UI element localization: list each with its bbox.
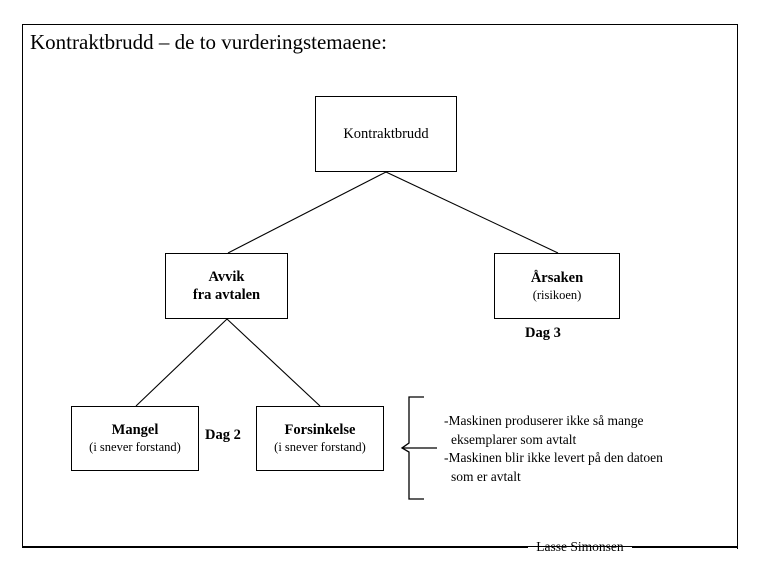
page-title: Kontraktbrudd – de to vurderingstemaene: (30, 30, 387, 54)
label-dag-2: Dag 2 (205, 427, 241, 443)
example-item-2-line-1: -Maskinen blir ikke levert på den datoen (444, 450, 663, 465)
node-avvik[interactable]: Avvik fra avtalen (165, 253, 288, 319)
node-avvik-sublabel: fra avtalen (192, 287, 261, 303)
node-kontraktbrudd-label: Kontraktbrudd (343, 126, 429, 142)
node-forsinkelse-sublabel: (i snever forstand) (274, 440, 366, 454)
node-forsinkelse-label: Forsinkelse (284, 422, 356, 438)
node-avvik-label: Avvik (208, 269, 245, 285)
slide-footer: Lasse Simonsen (22, 536, 739, 558)
node-mangel-sublabel: (i snever forstand) (89, 440, 181, 454)
footer-rule-left (22, 546, 529, 548)
node-arsaken-sublabel: (risikoen) (532, 287, 582, 302)
example-item-2-line-2: som er avtalt (451, 468, 521, 484)
node-arsaken[interactable]: Årsaken (risikoen) (494, 253, 620, 319)
node-kontraktbrudd[interactable]: Kontraktbrudd (315, 96, 457, 172)
example-item-1-line-1: -Maskinen produserer ikke så mange (444, 413, 644, 428)
node-forsinkelse[interactable]: Forsinkelse (i snever forstand) (256, 406, 384, 471)
example-list: -Maskinen produserer ikke så mange eksem… (444, 412, 724, 486)
example-item-1-line-2: eksemplarer som avtalt (451, 431, 577, 447)
label-dag-3: Dag 3 (525, 325, 561, 341)
footer-rule-right (631, 540, 739, 549)
node-mangel[interactable]: Mangel (i snever forstand) (71, 406, 199, 471)
node-arsaken-label: Årsaken (530, 269, 584, 286)
node-mangel-label: Mangel (111, 422, 159, 438)
footer-author: Lasse Simonsen (536, 539, 624, 554)
